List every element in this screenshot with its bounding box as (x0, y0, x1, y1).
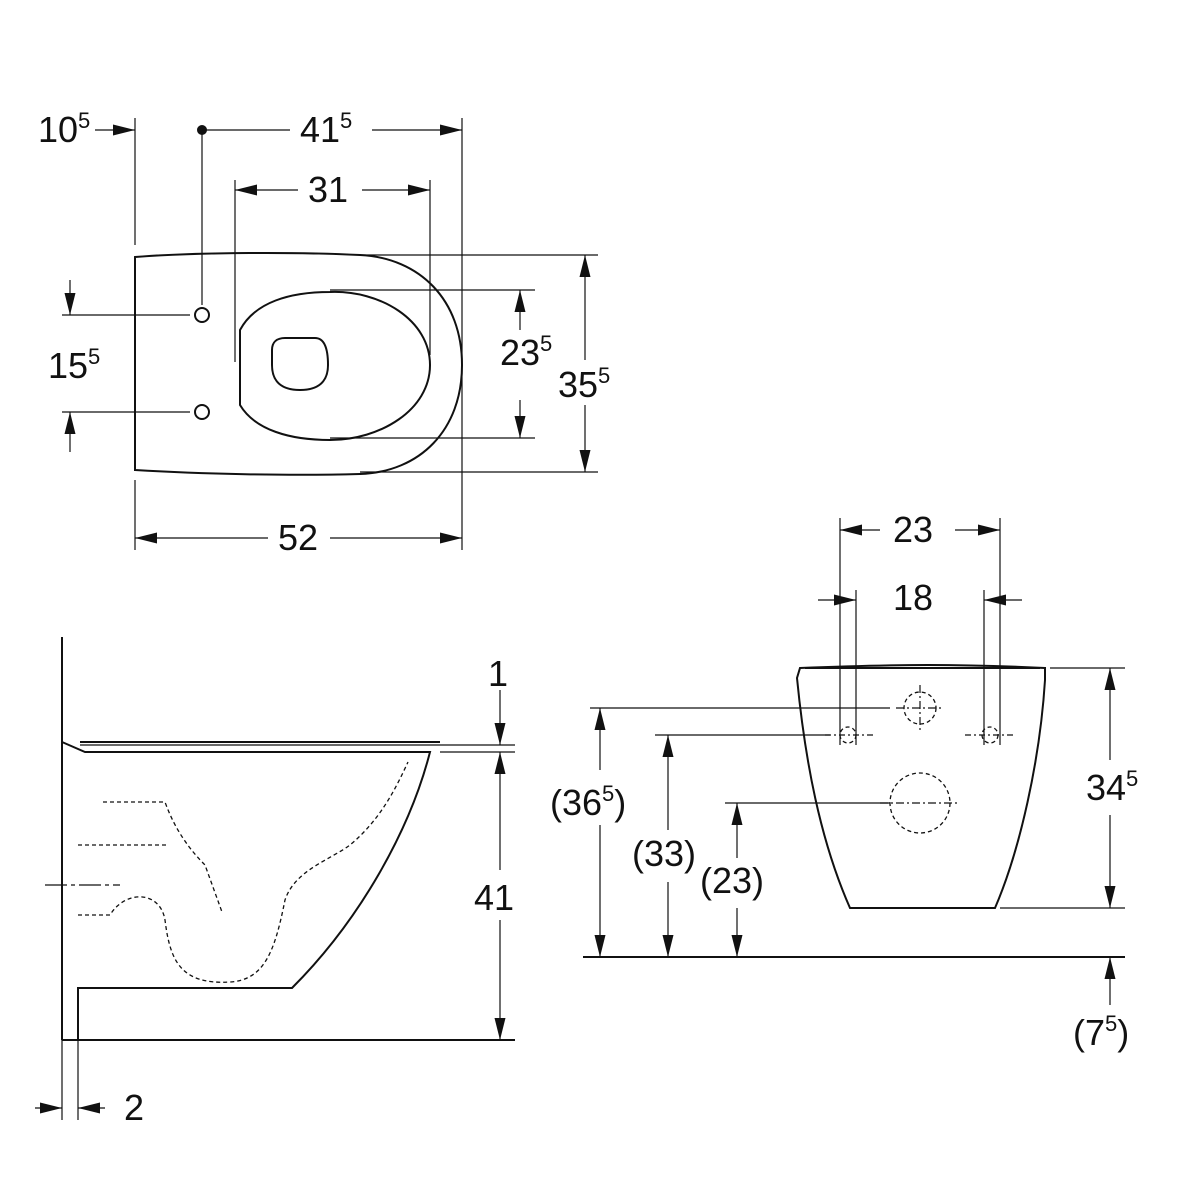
fixing-hole (194, 307, 210, 323)
bowl-outline-top (134, 251, 464, 476)
flush-outlet (271, 337, 330, 392)
fixing-hole (194, 404, 210, 420)
dim-total-width: 355 (558, 363, 610, 405)
dim-floor-offset: (75) (1073, 1011, 1129, 1053)
dim-bolt-outer: 23 (893, 509, 933, 550)
dim-fixing-to-front: 415 (300, 108, 352, 150)
side-view: 1 41 2 (35, 637, 515, 1128)
dim-seat-length: 31 (308, 169, 348, 210)
dim-total-length: 52 (278, 517, 318, 558)
dim-seat-width: 235 (500, 331, 552, 373)
dim-bowl-height: 345 (1086, 766, 1138, 808)
top-view: 105 415 31 155 235 355 52 (38, 108, 610, 558)
dim-bolt-height-2: (33) (632, 833, 696, 874)
dim-fixing-offset: 105 (38, 108, 90, 150)
dim-bolt-height: (365) (550, 781, 626, 823)
dim-seat-thickness: 1 (488, 653, 508, 694)
dim-wall-gap: 2 (124, 1087, 144, 1128)
dim-bolt-inner: 18 (893, 577, 933, 618)
seat-opening (239, 290, 432, 442)
front-view: 23 18 (365) (33) (23) 345 (75) (550, 509, 1138, 1053)
dim-fixing-spacing: 155 (48, 344, 100, 386)
dim-outlet-height: (23) (700, 860, 764, 901)
bowl-outline-side (61, 741, 432, 1040)
bowl-outline-front (795, 664, 1046, 909)
dim-height: 41 (474, 877, 514, 918)
